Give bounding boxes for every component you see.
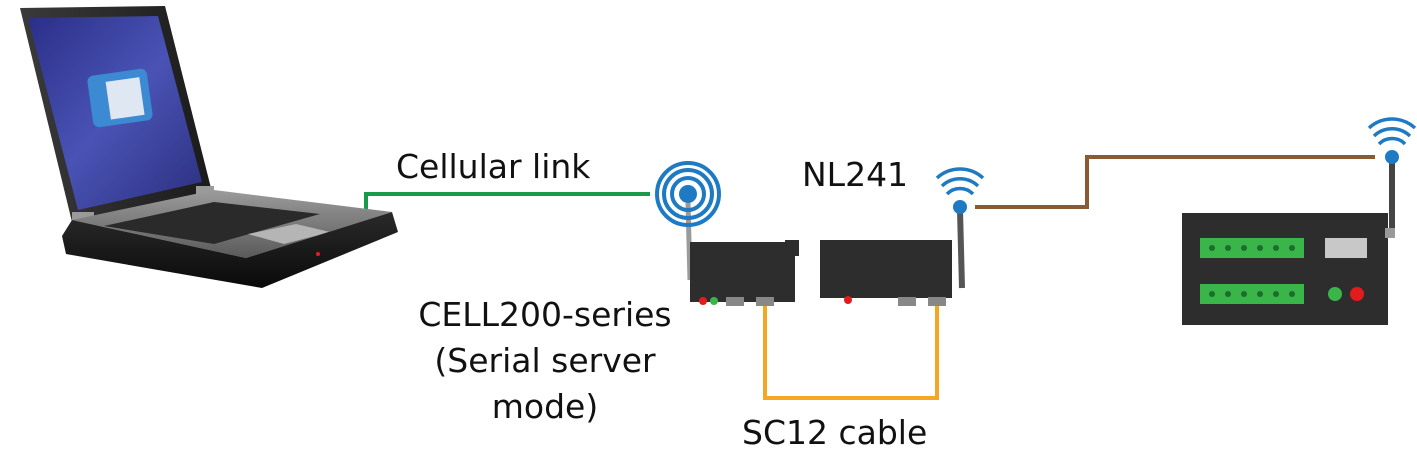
cell200-modem-icon (685, 202, 799, 306)
cellular-link-line (364, 192, 650, 210)
cell200-label-line3: mode) (491, 387, 599, 426)
cell200-label-line2: (Serial server (434, 341, 656, 380)
nl241-label: NL241 (802, 155, 909, 194)
datalogger-wireless-signal-icon (1367, 117, 1417, 164)
sc12-cable-label: SC12 cable (742, 413, 928, 452)
radio-link-line (975, 155, 1375, 209)
cell200-wireless-signal-icon (655, 161, 721, 227)
sc12-cable-line (763, 306, 939, 400)
cellular-link-label: Cellular link (396, 147, 591, 186)
datalogger-icon (1182, 162, 1395, 325)
nl241-wireless-signal-icon (935, 167, 985, 214)
nl241-radio-icon (820, 209, 965, 306)
laptop-icon (20, 6, 398, 288)
cell200-label-line1: CELL200-series (418, 295, 672, 334)
